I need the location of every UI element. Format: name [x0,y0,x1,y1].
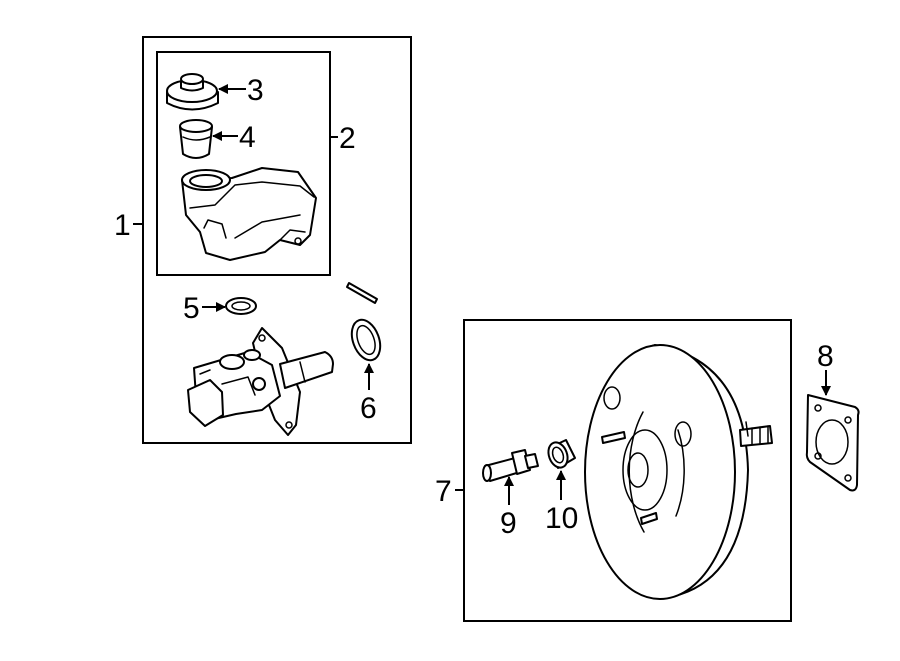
brake-booster [584,344,773,600]
booster-gasket [805,394,860,492]
callout-4: 4 [239,121,256,154]
power-booster-assembly-box [463,319,792,622]
callout-9: 9 [500,507,517,540]
callout-1: 1 [114,209,131,242]
callout-6: 6 [360,392,377,425]
reservoir-grommet [225,297,257,315]
callout-2: 2 [339,122,356,155]
callout-7: 7 [435,475,452,508]
master-cylinder-body [187,327,334,436]
brake-fluid-reservoir [181,167,317,261]
reservoir-assembly-box [156,51,331,276]
check-valve-grommet [547,439,576,469]
callout-10: 10 [545,502,578,535]
callout-5: 5 [183,292,200,325]
reservoir-cap [166,73,219,111]
reservoir-strainer [179,119,213,159]
master-cylinder-assembly-box [142,36,412,444]
master-cylinder-seal [350,318,382,362]
retaining-pin [346,282,378,304]
callout-3: 3 [247,74,264,107]
booster-check-valve [482,449,539,482]
leader-lines [133,84,831,505]
callout-8: 8 [817,340,834,373]
